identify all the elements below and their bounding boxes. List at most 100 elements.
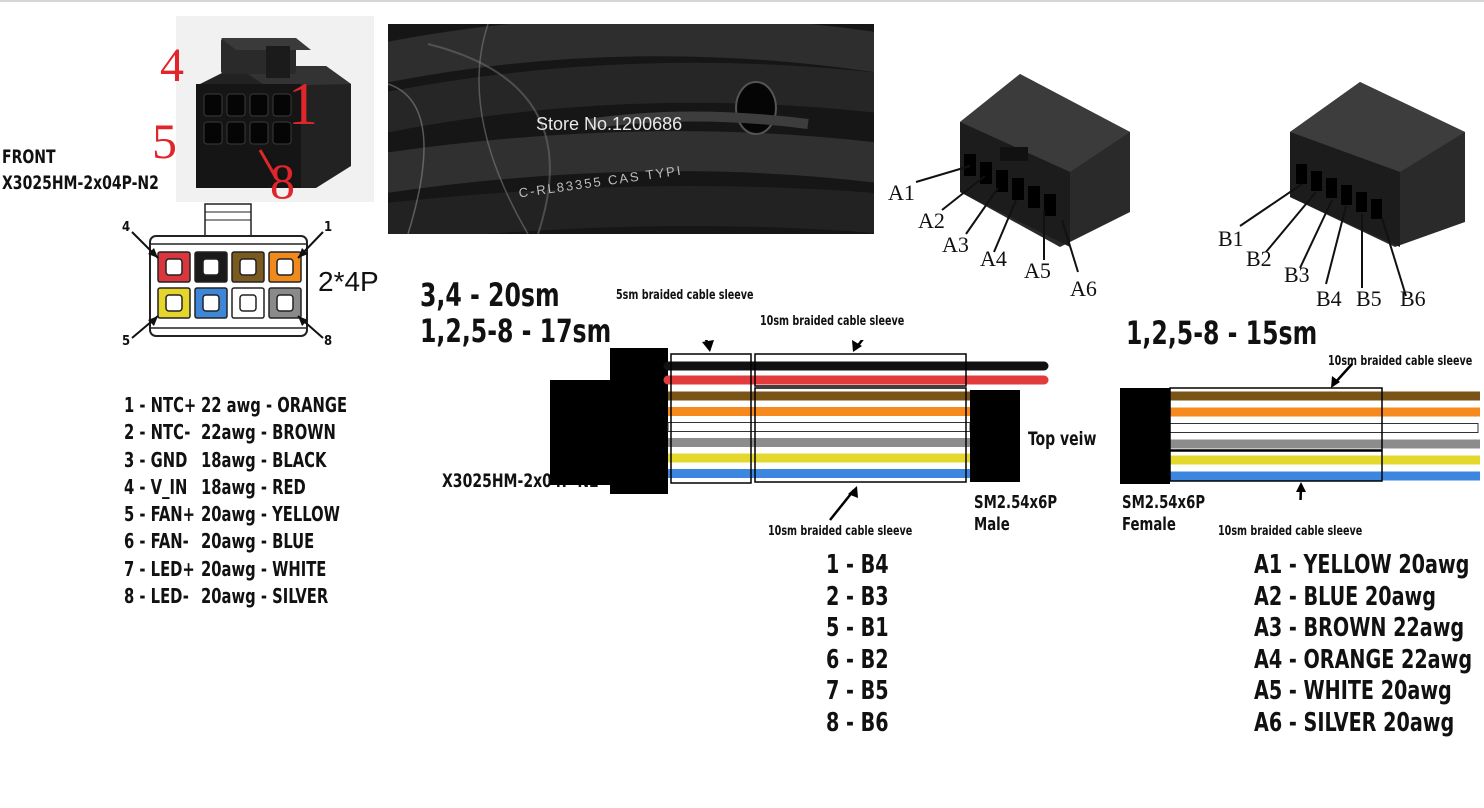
a-wire-item: A6 - SILVER 20awg	[1254, 707, 1455, 738]
pin-color: BLUE	[272, 529, 315, 554]
top-view-label: Top veiw	[1028, 428, 1097, 450]
pin-number: 5	[124, 502, 135, 527]
length-3: 1,2,5-8 - 15sm	[1126, 314, 1318, 352]
mapping-item: 8 - B6	[826, 707, 889, 738]
connector-part-top: X3025HM-2x04P-N2	[2, 172, 159, 194]
a-pin-label: A5	[1024, 258, 1051, 283]
mapping-item: 7 - B5	[826, 676, 889, 706]
pin-color: RED	[272, 474, 306, 499]
pin-cavity-inner	[239, 258, 257, 276]
pin-name: NTC-	[150, 420, 191, 445]
pin-name: FAN+	[150, 502, 196, 527]
pin-row: 7 - LED+20awg - WHITE	[124, 556, 327, 581]
pin-gauge: 20awg	[201, 584, 256, 609]
a-pin-label: A6	[1070, 276, 1097, 301]
schematic-pin-8: 8	[324, 334, 333, 349]
pin-gauge: 20awg	[201, 556, 256, 581]
sleeve-label-10-right-bottom: 10sm braided cable sleeve	[1218, 524, 1363, 539]
female-label: Female	[1122, 514, 1176, 535]
mapping-item: 5 - B1	[826, 613, 889, 643]
pin-number: 3	[124, 447, 135, 472]
sleeve-label-10-top: 10sm braided cable sleeve	[760, 314, 905, 329]
female-connector-label: SM2.54x6P	[1122, 492, 1206, 513]
pin-list: 1 - NTC+22 awg - ORANGE 2 - NTC-22awg - …	[124, 393, 347, 611]
male-label: Male	[974, 514, 1010, 535]
a-wire-item: A2 - BLUE 20awg	[1254, 581, 1437, 612]
pin-name: FAN-	[150, 529, 189, 554]
pin-name: LED+	[150, 556, 195, 581]
female-connector-drawing: B1 B2 B3 B4 B5 B6	[1210, 72, 1470, 312]
a-wire-list: A1 - YELLOW 20awg A2 - BLUE 20awg A3 - B…	[1254, 550, 1484, 739]
pin-number: 1	[124, 393, 135, 417]
schematic-pin-5: 5	[122, 334, 131, 349]
pin-row: 6 - FAN-20awg - BLUE	[124, 529, 315, 554]
front-label: FRONT	[2, 146, 56, 168]
photo-pin-8: 8	[270, 153, 295, 209]
pin-color: ORANGE	[277, 393, 348, 417]
top-divider	[0, 0, 1484, 2]
pin-cavity-inner	[202, 258, 220, 276]
photo-watermark: Store No.1200686	[536, 114, 683, 134]
schematic-pin-4: 4	[122, 220, 131, 235]
main-cable-diagram	[548, 301, 1058, 540]
pin-color: BROWN	[272, 420, 336, 445]
length-1: 3,4 - 20sm	[420, 276, 560, 314]
sleeve-label-10-right-top: 10sm braided cable sleeve	[1328, 354, 1473, 369]
wire	[1169, 423, 1479, 433]
mapping-item: 2 - B3	[826, 581, 889, 612]
b-pin-label: B1	[1218, 226, 1244, 251]
female-cable-diagram	[1118, 360, 1484, 517]
pin-cavity-inner	[165, 258, 183, 276]
pin-gauge: 18awg	[201, 474, 256, 499]
pin-color: YELLOW	[272, 502, 340, 527]
pin-gauge: 22awg	[201, 420, 256, 445]
a-wire-item: A3 - BROWN 22awg	[1254, 613, 1465, 643]
a-pin-label: A4	[980, 246, 1007, 271]
pin-number: 2	[124, 420, 135, 445]
pin-row: 2 - NTC-22awg - BROWN	[124, 420, 336, 445]
female-connector-svg	[1239, 82, 1465, 297]
pin-number: 6	[124, 529, 135, 554]
pin-cavity-inner	[239, 294, 257, 312]
a-wire-item: A1 - YELLOW 20awg	[1254, 550, 1470, 580]
pin-name: NTC+	[150, 393, 197, 417]
male-connector-label: SM2.54x6P	[974, 492, 1058, 513]
pin-name: GND	[150, 447, 188, 472]
male-connector-svg	[915, 74, 1130, 273]
connector-photo: 4 1 5 8	[152, 16, 374, 206]
connector-schematic-drawing	[131, 203, 324, 339]
pin-color: BLACK	[272, 447, 327, 472]
female-cable-svg	[1120, 363, 1480, 517]
cable-photo: Store No.1200686 C-RL83355 CAS TYPI	[388, 24, 874, 234]
pin-name: V_IN	[150, 474, 188, 499]
b-pin-label: B4	[1316, 286, 1342, 311]
cable-photo-drawing	[388, 24, 874, 234]
main-cable-svg	[550, 301, 1049, 521]
b-pin-label: B2	[1246, 246, 1272, 271]
pin-row: 5 - FAN+20awg - YELLOW	[124, 502, 340, 527]
pin-cavity-inner	[202, 294, 220, 312]
schematic-pin-1: 1	[324, 220, 333, 235]
mapping-item: 6 - B2	[826, 644, 889, 675]
a-pin-label: A1	[888, 180, 915, 205]
grid-label: 2*4P	[318, 266, 379, 297]
pin-row: 8 - LED-20awg - SILVER	[124, 584, 329, 609]
pin-gauge: 18awg	[201, 447, 256, 472]
photo-pin-5: 5	[152, 113, 177, 169]
pin-color: WHITE	[272, 556, 327, 581]
wire	[667, 422, 971, 432]
a-pin-label: A3	[942, 232, 969, 257]
pin-cavity-inner	[276, 294, 294, 312]
mapping-list: 1 - B4 2 - B3 5 - B1 6 - B2 7 - B5 8 - B…	[826, 550, 902, 739]
sleeve-label-5: 5sm braided cable sleeve	[616, 288, 754, 303]
mapping-item: 1 - B4	[826, 550, 889, 580]
photo-pin-4: 4	[160, 39, 184, 92]
pin-number: 8	[124, 584, 135, 609]
b-pin-label: B5	[1356, 286, 1382, 311]
pin-number: 4	[124, 474, 135, 499]
pin-cavity-inner	[165, 294, 183, 312]
a-wire-item: A5 - WHITE 20awg	[1254, 676, 1452, 706]
connector-photo-drawing	[196, 38, 351, 188]
